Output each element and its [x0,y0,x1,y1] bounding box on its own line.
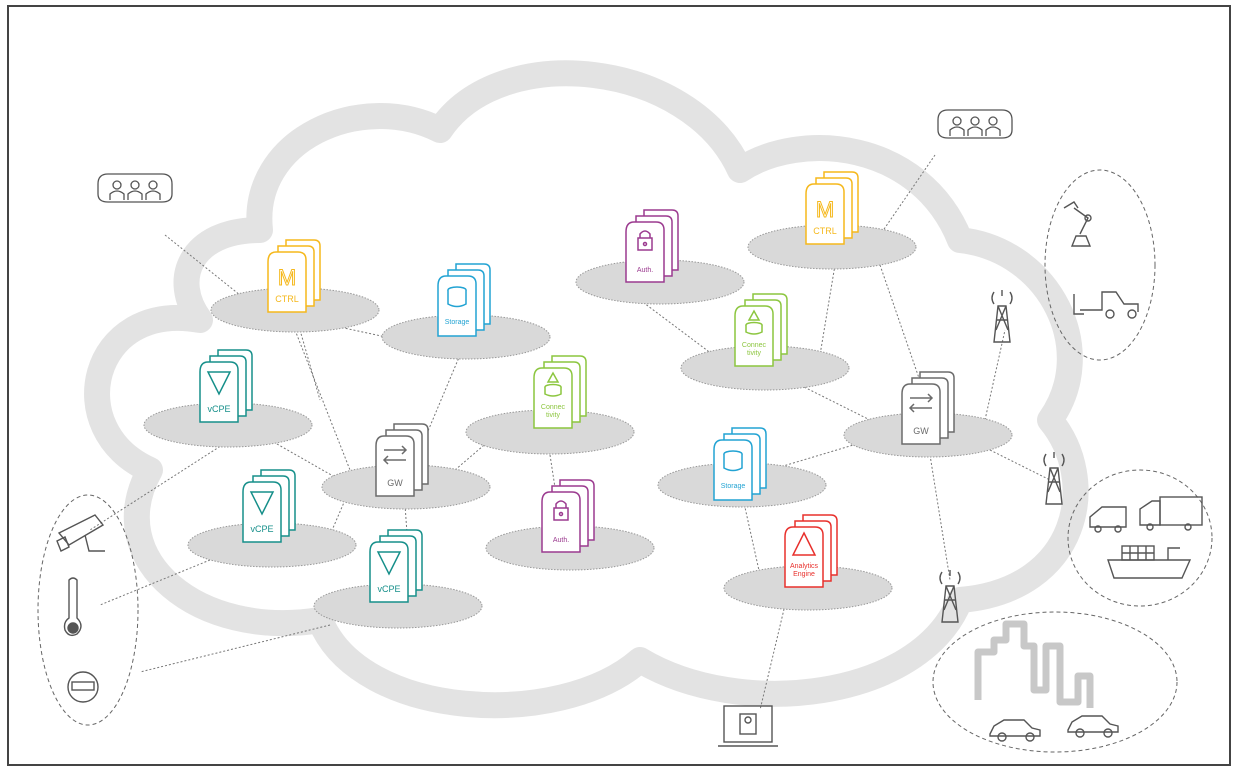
people-group-icon [97,173,173,203]
gw-node-right[interactable]: GW [901,371,955,445]
analytics-engine-node[interactable]: Analytics Engine [784,514,838,588]
vcpe-node-3[interactable]: vCPE [369,529,423,603]
car-icon [1067,715,1119,738]
triangle-down-icon [249,491,275,516]
lock-icon [637,230,653,251]
storage-node-right[interactable]: Storage [713,427,767,501]
antenna-tower-icon [939,570,961,623]
connection-lines [89,154,1051,711]
vcpe-label: vCPE [250,524,273,534]
database-icon [723,450,743,472]
warning-triangle-icon [791,531,817,556]
meter-icon [67,671,99,703]
lock-icon [553,500,569,521]
laptop-icon [718,705,778,747]
sensor-cluster [37,494,139,726]
city-skyline-icon [974,620,1094,708]
smart-city-cluster [932,611,1178,753]
triangle-down-icon [376,551,402,576]
m-letter-icon: M [278,265,296,290]
connectivity-label-line2: tivity [546,412,561,419]
triangle-database-icon [745,309,763,335]
ctrl-label: CTRL [813,226,837,236]
auth-node-left[interactable]: Auth. [541,479,595,553]
triangle-down-icon [206,371,232,396]
car-icon [989,719,1041,742]
storage-label: Storage [721,483,746,490]
cloud-outline [84,60,1089,719]
forklift-icon [1073,291,1139,319]
vcpe-node-1[interactable]: vCPE [199,349,253,423]
people-group-icon [937,109,1013,139]
truck-icon [1139,496,1203,531]
ctrl-node-left[interactable]: M CTRL [267,239,321,313]
connectivity-label-line1: Connec [742,342,767,349]
security-camera-icon [56,514,105,552]
logistics-cluster [1067,469,1213,607]
connectivity-node-left[interactable]: Connec tivity [533,355,587,429]
arrows-exchange-icon [382,445,408,465]
antenna-tower-icon [991,290,1013,343]
analytics-label-line2: Engine [793,571,815,578]
connectivity-node-right[interactable]: Connec tivity [734,293,788,367]
connectivity-label-line1: Connec [541,404,566,411]
storage-label: Storage [445,319,470,326]
connectivity-label-line2: tivity [747,350,762,357]
arrows-exchange-icon [908,393,934,413]
gw-node-left[interactable]: GW [375,423,429,497]
antenna-tower-icon [1043,452,1065,505]
vcpe-node-2[interactable]: vCPE [242,469,296,543]
auth-label: Auth. [637,267,653,274]
triangle-database-icon [544,371,562,397]
auth-label: Auth. [553,537,569,544]
database-icon [447,286,467,308]
analytics-label-line1: Analytics [790,563,819,570]
industrial-cluster [1044,169,1156,361]
robot-arm-icon [1063,201,1092,247]
cargo-ship-icon [1107,545,1192,579]
van-icon [1089,506,1127,533]
m-letter-icon: M [816,197,834,222]
ctrl-label: CTRL [275,294,299,304]
storage-node-left[interactable]: Storage [437,263,491,337]
thermometer-icon [63,577,82,637]
vcpe-label: vCPE [207,404,230,414]
auth-node-right[interactable]: Auth. [625,209,679,283]
ctrl-node-right[interactable]: M CTRL [805,171,859,245]
gw-label: GW [387,478,403,488]
vcpe-label: vCPE [377,584,400,594]
gw-label: GW [913,426,929,436]
